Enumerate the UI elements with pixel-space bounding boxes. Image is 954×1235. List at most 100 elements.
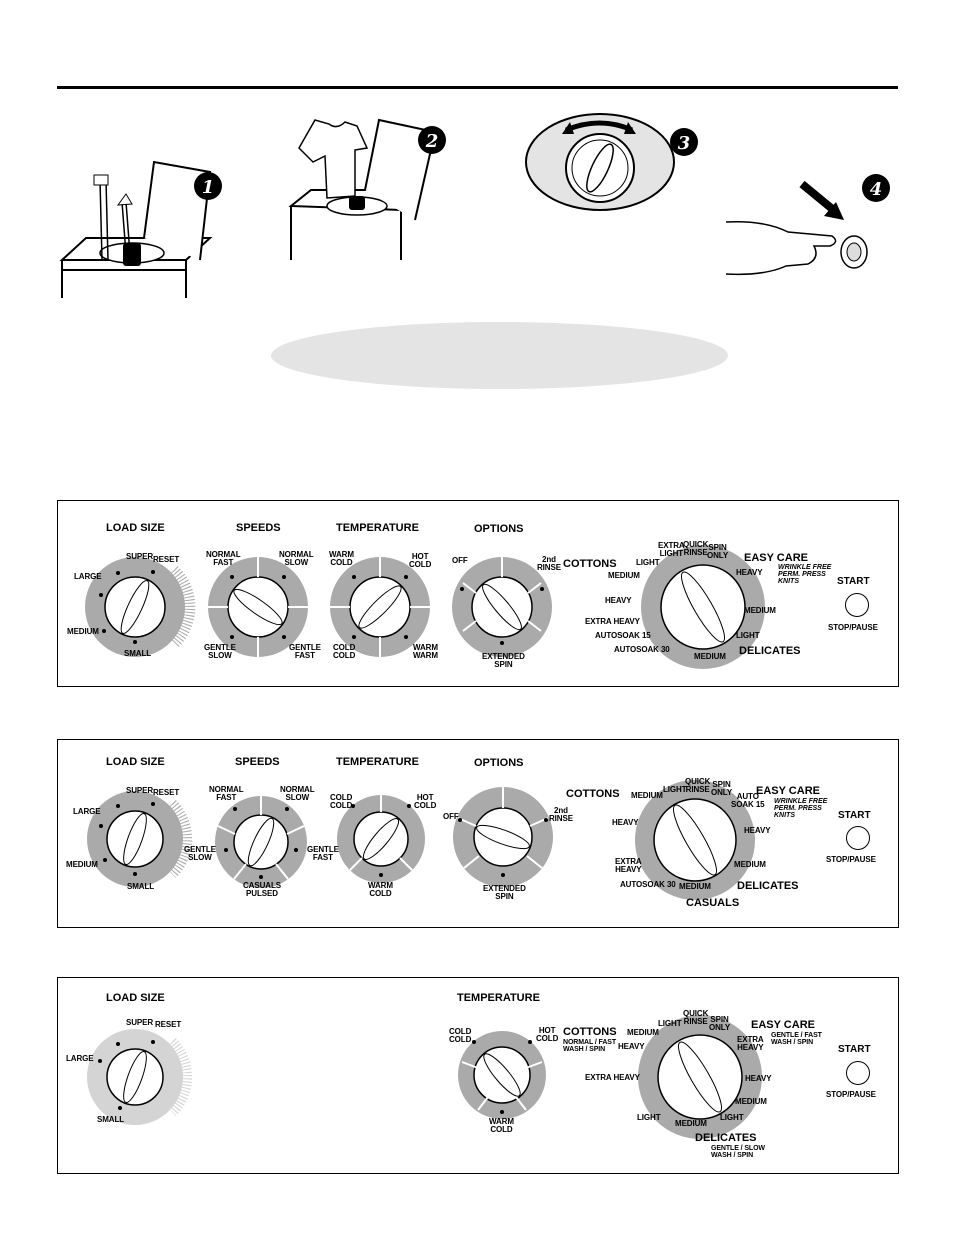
options-off: OFF xyxy=(443,812,459,821)
cycle-quick-rinse: QUICK RINSE xyxy=(685,777,711,794)
load-size-large: LARGE xyxy=(73,807,101,816)
cycle-easy-care-sub: WRINKLE FREE PERM. PRESS KNITS xyxy=(778,564,832,585)
cycle-cottons: COTTONS xyxy=(566,788,620,800)
speeds-gentle-slow: GENTLE SLOW xyxy=(184,845,216,862)
load-size-large: LARGE xyxy=(66,1054,94,1063)
cycle-medium: MEDIUM xyxy=(631,791,663,800)
cycle-extra-heavy: EXTRA HEAVY xyxy=(585,617,640,626)
load-size-pointer xyxy=(120,580,150,634)
cycle-easy-heavy: HEAVY xyxy=(744,826,771,835)
cycle-delicates: DELICATES xyxy=(737,880,799,892)
cycle-extra-heavy: EXTRA HEAVY xyxy=(585,1073,640,1082)
speeds-gentle-fast: GENTLE FAST xyxy=(289,643,321,660)
options-title: OPTIONS xyxy=(474,757,524,769)
speeds-title: SPEEDS xyxy=(236,522,281,534)
load-size-medium: MEDIUM xyxy=(67,627,99,636)
cycle-autosoak30: AUTOSOAK 30 xyxy=(614,645,670,654)
cycle-easy-light: LIGHT xyxy=(720,1113,744,1122)
stop-pause-label: STOP/PAUSE xyxy=(826,1090,876,1099)
step4-number: 4 xyxy=(870,179,883,200)
control-panel-3: LOAD SIZE TEMPERATURE SUPER RESET LARGE … xyxy=(57,977,899,1174)
cycle-cottons: COTTONS xyxy=(563,558,617,570)
cycle-easy-care-sub: GENTLE / FAST WASH / SPIN xyxy=(771,1032,822,1046)
cycle-easy-care: EASY CARE xyxy=(751,1019,815,1031)
speeds-title: SPEEDS xyxy=(235,756,280,768)
start-label: START xyxy=(838,810,871,821)
load-size-large: LARGE xyxy=(74,572,102,581)
cycle-auto-soak15: AUTO SOAK 15 xyxy=(731,792,765,809)
load-size-title: LOAD SIZE xyxy=(106,756,165,768)
start-button[interactable] xyxy=(846,826,870,850)
step2-badge xyxy=(418,126,446,154)
step3-number: 3 xyxy=(678,133,691,154)
temp-hot-cold: HOT COLD xyxy=(409,552,432,569)
cycle-extra-light: EXTRA LIGHT xyxy=(658,541,685,558)
cycle-del-light: LIGHT xyxy=(637,1113,661,1122)
load-size-title: LOAD SIZE xyxy=(106,992,165,1004)
load-size-super: SUPER xyxy=(126,552,154,561)
step4-badge xyxy=(862,174,890,202)
temperature-title: TEMPERATURE xyxy=(336,756,419,768)
start-label: START xyxy=(837,576,870,587)
cycle-del-light: LIGHT xyxy=(736,631,760,640)
options-extended-spin: EXTENDED SPIN xyxy=(483,884,526,901)
step1-badge xyxy=(194,172,222,200)
highlight-oval xyxy=(271,322,728,389)
load-size-title: LOAD SIZE xyxy=(106,522,165,534)
control-panel-2: LOAD SIZE SPEEDS TEMPERATURE OPTIONS SUP… xyxy=(57,739,899,928)
cycle-easy-medium: MEDIUM xyxy=(735,1097,767,1106)
temp-warm-cold: WARM COLD xyxy=(368,881,393,898)
options-title: OPTIONS xyxy=(474,523,524,535)
cycle-easy-medium: MEDIUM xyxy=(744,606,776,615)
temp-cold-cold: COLD COLD xyxy=(449,1027,472,1044)
cycle-easy-care: EASY CARE xyxy=(756,785,820,797)
cycle-heavy: HEAVY xyxy=(612,818,639,827)
start-label: START xyxy=(838,1044,871,1055)
step3-badge xyxy=(670,128,698,156)
load-size-super: SUPER xyxy=(126,1018,154,1027)
speeds-normal-slow: NORMAL SLOW xyxy=(279,550,314,567)
cycle-autosoak30: AUTOSOAK 30 xyxy=(620,880,676,889)
cycle-del-medium: MEDIUM xyxy=(675,1119,707,1128)
start-button[interactable] xyxy=(845,593,869,617)
control-panel-1: LOAD SIZE SPEEDS TEMPERATURE OPTIONS SUP… xyxy=(57,500,899,687)
load-size-reset: RESET xyxy=(153,788,180,797)
cycle-extra-heavy-e: EXTRA HEAVY xyxy=(737,1035,764,1052)
start-button[interactable] xyxy=(846,1061,870,1085)
cycle-pointer xyxy=(681,571,725,643)
step2-illustration: 2 xyxy=(288,118,446,260)
cycle-heavy: HEAVY xyxy=(618,1042,645,1051)
load-size-reset: RESET xyxy=(155,1020,182,1029)
temp-hot-cold: HOT COLD xyxy=(536,1026,559,1043)
speeds-normal-slow: NORMAL SLOW xyxy=(280,785,315,802)
cycle-light: LIGHT xyxy=(658,1019,682,1028)
cycle-easy-care-sub: WRINKLE FREE PERM. PRESS KNITS xyxy=(774,798,828,819)
cycle-easy-heavy: HEAVY xyxy=(736,568,763,577)
top-rule xyxy=(57,86,898,89)
speeds-normal-fast: NORMAL FAST xyxy=(206,550,241,567)
temp-hot-cold: HOT COLD xyxy=(414,793,437,810)
options-2nd-rinse: 2nd RINSE xyxy=(549,806,573,823)
temperature-title: TEMPERATURE xyxy=(457,992,540,1004)
load-size-medium: MEDIUM xyxy=(66,860,98,869)
cycle-medium: MEDIUM xyxy=(627,1028,659,1037)
temp-warm-cold: WARM COLD xyxy=(329,550,354,567)
load-size-small: SMALL xyxy=(127,882,155,891)
load-size-small: SMALL xyxy=(124,649,152,658)
panel1-dials xyxy=(85,545,765,669)
step3-illustration: 3 xyxy=(525,113,698,211)
panel3-dials xyxy=(87,1015,762,1139)
speeds-casuals-pulsed: CASUALS PULSED xyxy=(243,881,281,898)
load-size-small: SMALL xyxy=(97,1115,125,1124)
cycle-easy-care: EASY CARE xyxy=(744,552,808,564)
cycle-autosoak15: AUTOSOAK 15 xyxy=(595,631,651,640)
cycle-cottons: COTTONS xyxy=(563,1026,617,1038)
temp-warm-warm: WARM WARM xyxy=(413,643,438,660)
cycle-quick-rinse: QUICK RINSE xyxy=(683,1009,709,1026)
cycle-casual-medium: MEDIUM xyxy=(679,882,711,891)
temperature-pointer xyxy=(358,585,402,629)
load-size-reset: RESET xyxy=(153,555,180,564)
speeds-pointer xyxy=(233,588,283,626)
step2-number: 2 xyxy=(425,131,439,152)
cycle-quick-rinse: QUICK RINSE xyxy=(683,540,709,557)
